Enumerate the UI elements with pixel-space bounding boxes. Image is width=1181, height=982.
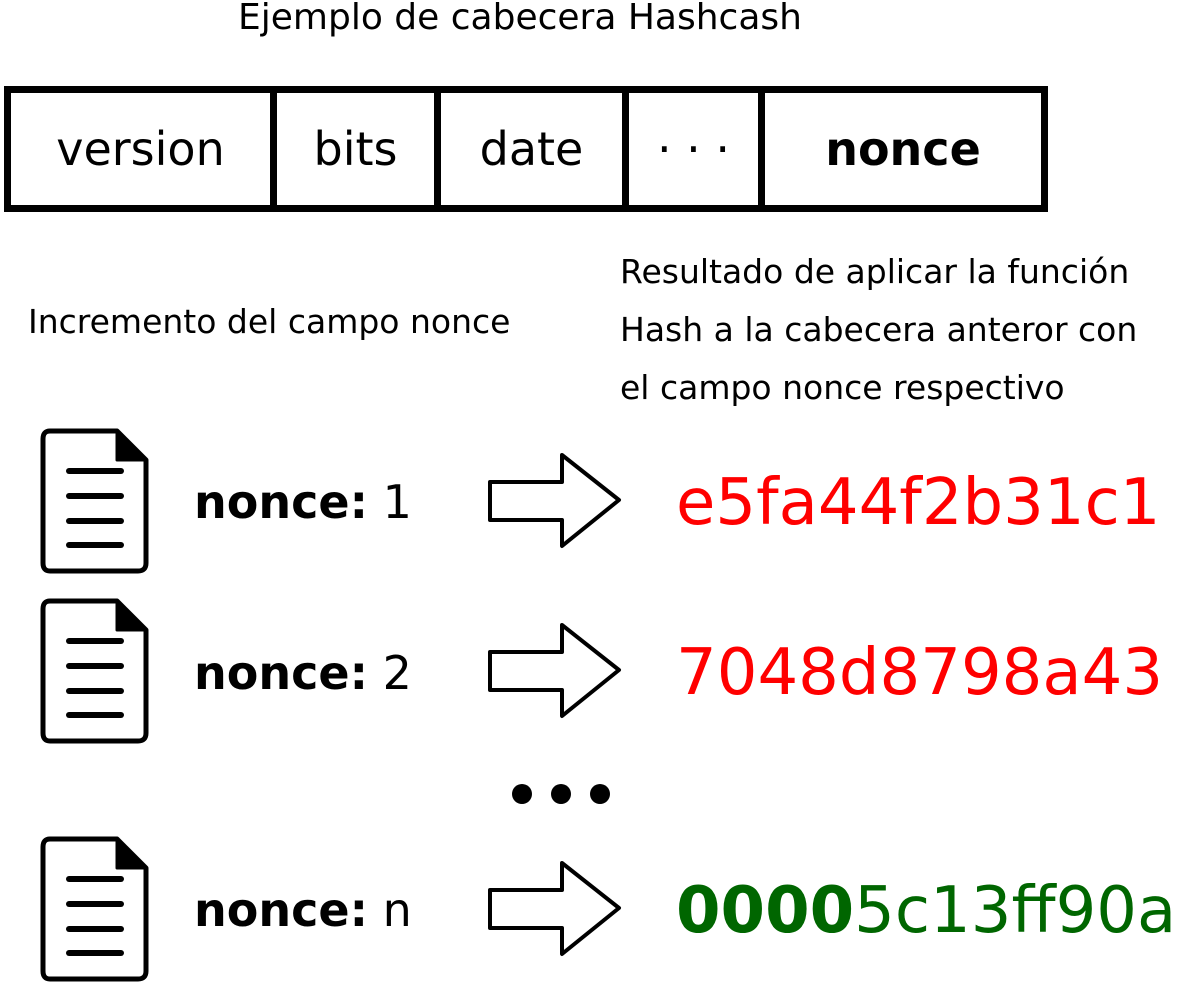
right-arrow-icon [488,861,621,956]
right-arrow-icon [488,623,621,718]
ellipsis-dot [551,784,571,804]
hash-result-label-line-3: el campo nonce respectivo [620,368,1065,407]
header-field-ellipsis: · · · [629,93,765,205]
document-icon [40,598,149,744]
hash-result-label-line-1: Resultado de aplicar la función [620,252,1130,291]
nonce-row-2: nonce: 2 [194,645,412,701]
hash-result-label: Resultado de aplicar la función Hash a l… [620,243,1137,417]
hash-value: 7048d8798a43 [676,636,1164,710]
ellipsis-dot [512,784,532,804]
nonce-value: 1 [382,475,412,529]
ellipsis-dot [590,784,610,804]
nonce-key: nonce: [194,646,368,700]
header-field-nonce: nonce [825,122,981,176]
nonce-key: nonce: [194,475,368,529]
document-icon [40,428,149,574]
nonce-increment-label: Incremento del campo nonce [28,302,511,341]
hash-result-1: e5fa44f2b31c1 [676,466,1161,540]
hash-prefix: 0000 [676,874,855,948]
hashcash-header: version bits date · · · nonce [4,86,1048,212]
document-icon [40,836,149,982]
hash-result-label-line-2: Hash a la cabecera anteror con [620,310,1138,349]
header-field-bits: bits [277,93,441,205]
hash-value: e5fa44f2b31c1 [676,466,1161,540]
nonce-key: nonce: [194,883,368,937]
header-field-date: date [441,93,629,205]
hash-result-n: 00005c13ff90a [676,874,1176,948]
ellipsis-dots [512,784,610,804]
hash-value: 5c13ff90a [854,874,1177,948]
nonce-value: n [382,883,412,937]
nonce-row-n: nonce: n [194,882,412,938]
hash-result-2: 7048d8798a43 [676,636,1163,710]
nonce-value: 2 [382,646,412,700]
header-field-version: version [11,93,277,205]
right-arrow-icon [488,453,621,548]
diagram-title: Ejemplo de cabecera Hashcash [238,0,802,38]
nonce-row-1: nonce: 1 [194,474,412,530]
